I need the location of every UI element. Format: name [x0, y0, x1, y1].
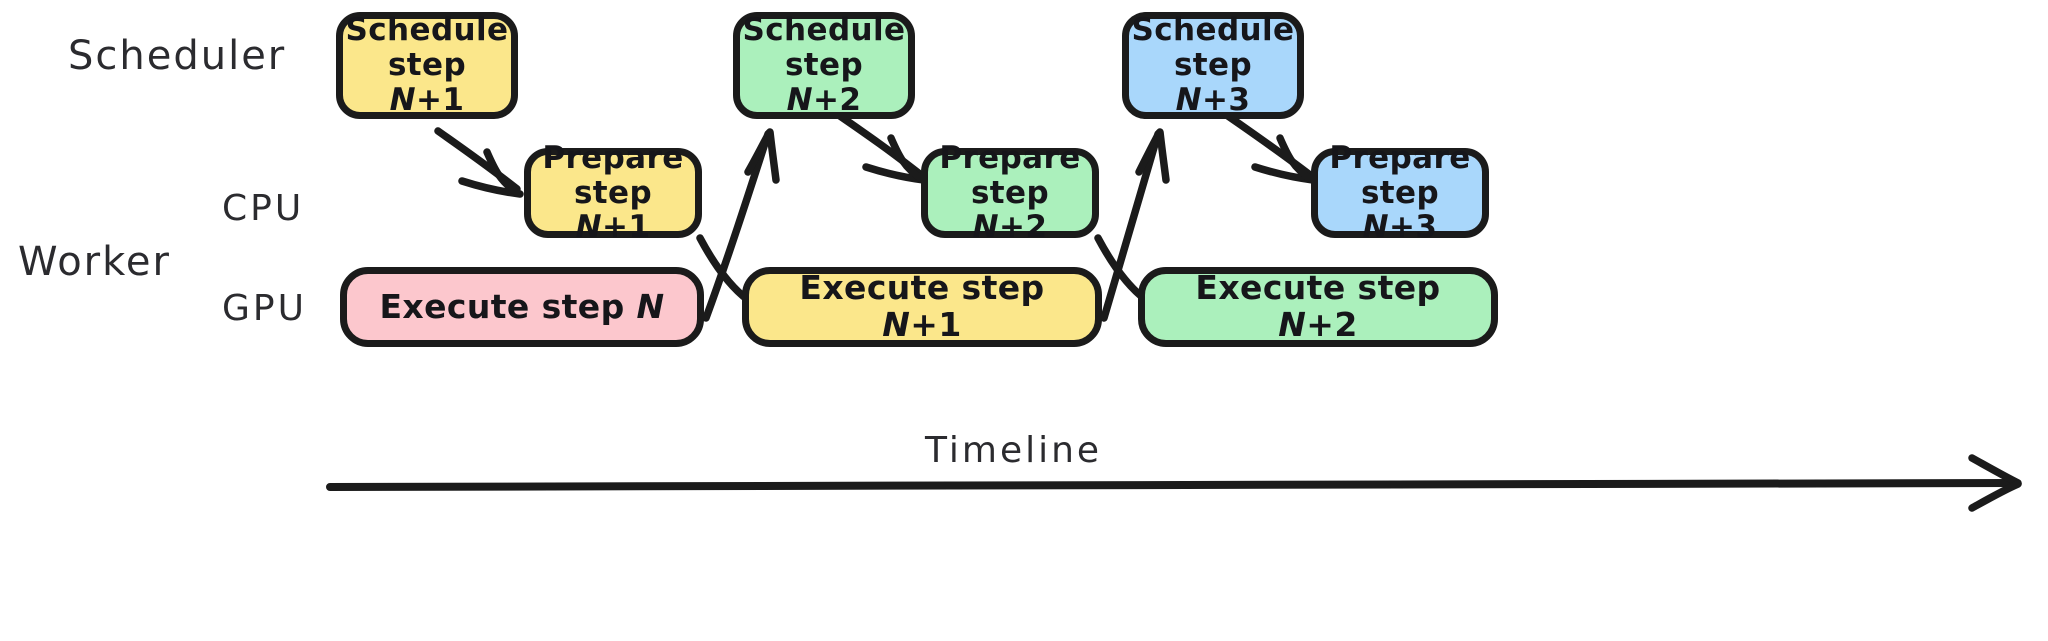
node-line-2: step N+1	[387, 47, 467, 118]
node-prepare-step-n-plus-1[interactable]: Prepare step N+1	[524, 141, 702, 245]
node-prepare-step-n-plus-3[interactable]: Prepare step N+3	[1311, 141, 1489, 245]
node-schedule-step-n-plus-3[interactable]: Schedule step N+3	[1122, 12, 1304, 119]
node-text: Execute step N+2	[1195, 268, 1441, 344]
arrow-execute-n1-to-schedule-n3	[1100, 128, 1170, 322]
arrow-execute-n-to-schedule-n2	[702, 128, 780, 322]
axis-label-timeline: Timeline	[925, 430, 1103, 471]
node-line-1: Prepare	[542, 139, 684, 176]
timeline-axis	[326, 454, 2022, 512]
node-prepare-step-n-plus-2[interactable]: Prepare step N+2	[921, 141, 1099, 245]
row-label-scheduler: Scheduler	[68, 33, 287, 79]
row-label-gpu: GPU	[222, 288, 307, 329]
node-line-2: step N+2	[970, 174, 1050, 246]
node-line-2: step N+3	[1173, 47, 1253, 118]
node-schedule-step-n-plus-1[interactable]: Schedule step N+1	[336, 12, 518, 119]
row-label-worker: Worker	[18, 239, 171, 285]
arrow-schedule-n2-to-prepare-n2	[836, 112, 928, 184]
node-text: Execute step N+1	[799, 268, 1045, 344]
node-line-2: step N+1	[573, 174, 653, 246]
node-line-1: Schedule	[345, 12, 509, 49]
node-line-2: step N+3	[1360, 174, 1440, 246]
node-line-1: Schedule	[1131, 12, 1295, 49]
node-schedule-step-n-plus-2[interactable]: Schedule step N+2	[733, 12, 915, 119]
row-label-cpu: CPU	[222, 188, 305, 229]
node-execute-step-n[interactable]: Execute step N	[340, 267, 704, 347]
node-line-2: step N+2	[784, 47, 864, 118]
node-text: Execute step N	[379, 286, 665, 326]
node-execute-step-n-plus-2[interactable]: Execute step N+2	[1138, 267, 1498, 347]
arrow-schedule-n3-to-prepare-n3	[1224, 112, 1317, 184]
node-line-1: Prepare	[939, 139, 1081, 176]
arrow-schedule-n1-to-prepare-n1	[434, 127, 524, 198]
node-line-1: Prepare	[1329, 139, 1471, 176]
node-execute-step-n-plus-1[interactable]: Execute step N+1	[742, 267, 1102, 347]
node-line-1: Schedule	[742, 12, 906, 49]
